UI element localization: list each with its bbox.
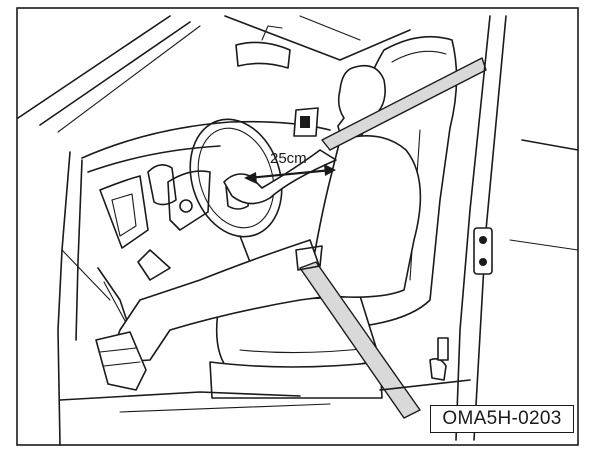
distance-label: 25cm (270, 150, 307, 167)
floor-sill (60, 392, 330, 412)
sun-visor (294, 108, 318, 136)
rear-view-mirror (236, 26, 290, 68)
figure-code-label: OMA5H-0203 (430, 405, 574, 433)
